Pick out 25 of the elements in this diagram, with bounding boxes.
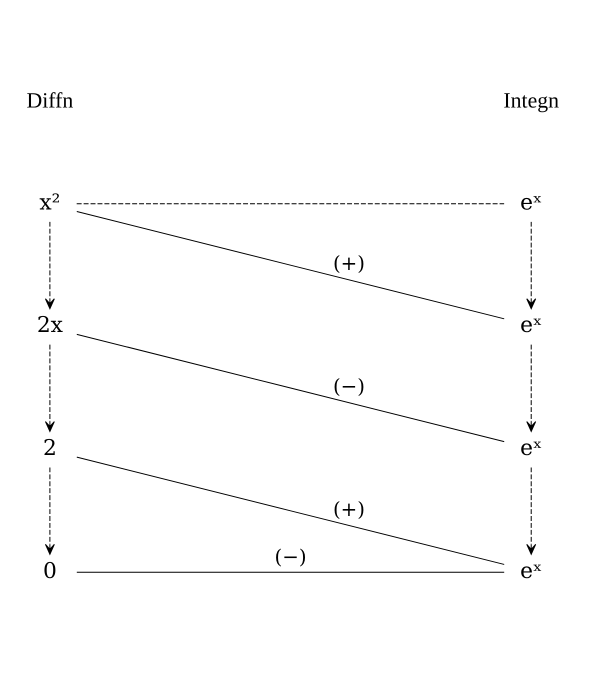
arrow bbox=[44, 466, 55, 554]
edge-label: (−) bbox=[332, 374, 366, 398]
arrow bbox=[44, 220, 55, 309]
node-text: eˣ bbox=[520, 190, 542, 215]
node-text: 0 bbox=[42, 558, 57, 584]
connector bbox=[76, 571, 505, 572]
connector bbox=[76, 456, 505, 564]
label: Diffn bbox=[26, 88, 74, 112]
node-text: eˣ bbox=[520, 312, 542, 338]
edge-label: (+) bbox=[332, 497, 366, 520]
edge-label: (+) bbox=[332, 252, 366, 275]
node-text: 2 bbox=[42, 435, 57, 460]
node-text: x² bbox=[39, 190, 60, 215]
connector bbox=[76, 210, 505, 319]
arrow bbox=[44, 344, 55, 432]
connector bbox=[76, 333, 505, 442]
arrow bbox=[526, 466, 536, 554]
label: Integn bbox=[503, 88, 560, 112]
node-text: eˣ bbox=[520, 558, 542, 584]
arrow bbox=[526, 220, 536, 309]
node-text: 2x bbox=[36, 312, 63, 338]
arrow bbox=[526, 344, 536, 432]
edge-label: (−) bbox=[274, 544, 307, 568]
node-text: eˣ bbox=[520, 435, 542, 460]
connector bbox=[76, 202, 505, 204]
